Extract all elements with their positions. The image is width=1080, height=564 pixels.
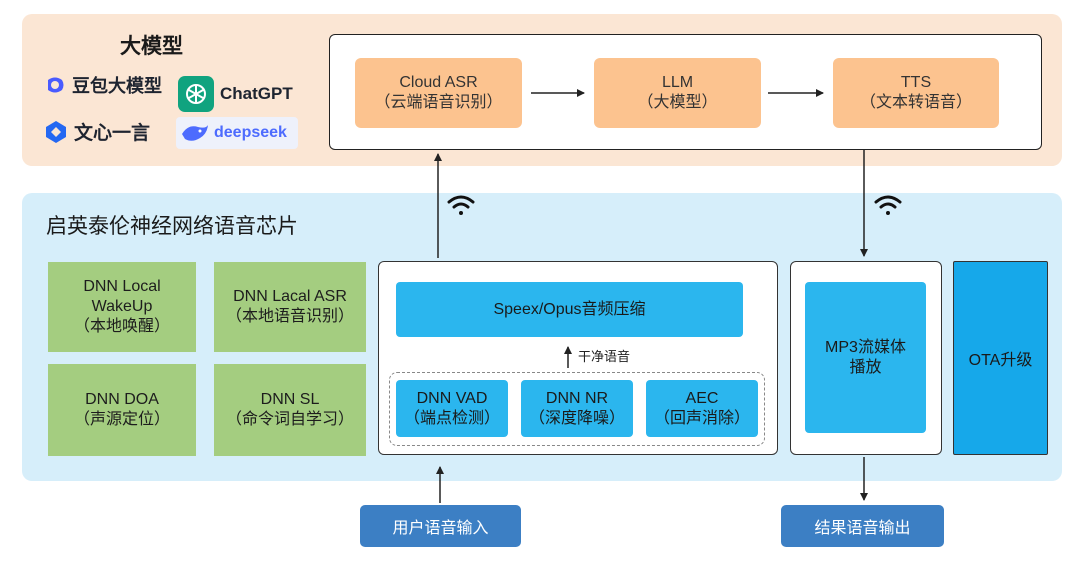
llm-box: LLM （大模型） (594, 58, 761, 128)
llm-title: LLM (661, 74, 694, 91)
logo-doubao-label: 豆包大模型 (72, 76, 162, 96)
vad-subtitle: （端点检测） (403, 409, 500, 427)
tts-subtitle: （文本转语音） (859, 94, 972, 111)
deepseek-icon (182, 125, 208, 141)
codec-box: Speex/Opus音频压缩 (396, 282, 743, 337)
module-label: DNN SL (260, 391, 320, 408)
user-input-box: 用户语音输入 (360, 505, 521, 547)
doubao-icon (48, 77, 64, 93)
module-local-wakeup: DNN Local WakeUp （本地唤醒） (48, 262, 196, 352)
module-label: （本地唤醒） (73, 318, 170, 335)
module-sl: DNN SL （命令词自学习） (214, 364, 366, 456)
result-output-label: 结果语音输出 (814, 520, 911, 537)
tts-title: TTS (900, 74, 932, 91)
logo-chatgpt-label: ChatGPT (220, 84, 293, 103)
preprocess-group (389, 372, 765, 446)
wifi-icon (447, 195, 475, 215)
llm-subtitle: （大模型） (637, 94, 718, 111)
module-label: DNN DOA (85, 391, 159, 408)
openai-icon (178, 76, 214, 112)
vad-box: DNN VAD （端点检测） (396, 380, 508, 437)
user-input-label: 用户语音输入 (392, 520, 489, 537)
logo-deepseek-label: deepseek (214, 124, 287, 141)
llm-section-title: 大模型 (120, 35, 183, 58)
codec-label: Speex/Opus音频压缩 (493, 300, 646, 318)
logo-wenxin: 文心一言 (44, 118, 150, 145)
mp3-box: MP3流媒体 播放 (805, 282, 926, 433)
nr-title: DNN NR (545, 389, 609, 407)
module-doa: DNN DOA （声源定位） (48, 364, 196, 456)
cloud-asr-subtitle: （云端语音识别） (374, 94, 503, 111)
module-local-asr: DNN Lacal ASR （本地语音识别） (214, 262, 366, 352)
result-output-box: 结果语音输出 (781, 505, 944, 547)
module-label: DNN Local (83, 278, 161, 295)
cloud-asr-box: Cloud ASR （云端语音识别） (355, 58, 522, 128)
logo-chatgpt: ChatGPT (178, 76, 293, 112)
mp3-title: MP3流媒体 (825, 338, 906, 356)
nr-box: DNN NR （深度降噪） (521, 380, 633, 437)
aec-title: AEC (685, 389, 719, 407)
module-label: （声源定位） (73, 411, 170, 428)
module-label: （命令词自学习） (225, 411, 354, 428)
chip-section-title: 启英泰伦神经网络语音芯片 (46, 215, 298, 238)
mp3-subtitle: 播放 (849, 358, 882, 376)
ota-label: OTA升级 (968, 352, 1033, 369)
logo-deepseek: deepseek (176, 117, 298, 149)
module-label: DNN Lacal ASR (233, 288, 347, 305)
tts-box: TTS （文本转语音） (833, 58, 999, 128)
logo-wenxin-label: 文心一言 (74, 123, 151, 144)
wenxin-icon (46, 120, 66, 143)
module-label: （本地语音识别） (225, 308, 354, 325)
ota-box: OTA升级 (953, 261, 1048, 455)
cloud-asr-title: Cloud ASR (399, 74, 478, 91)
aec-subtitle: （回声消除） (653, 409, 750, 427)
module-label: WakeUp (91, 298, 153, 315)
clean-voice-label: 干净语音 (578, 349, 631, 364)
vad-title: DNN VAD (416, 389, 488, 407)
nr-subtitle: （深度降噪） (528, 409, 625, 427)
logo-doubao: 豆包大模型 (44, 72, 162, 98)
wifi-icon (874, 195, 902, 215)
aec-box: AEC （回声消除） (646, 380, 758, 437)
